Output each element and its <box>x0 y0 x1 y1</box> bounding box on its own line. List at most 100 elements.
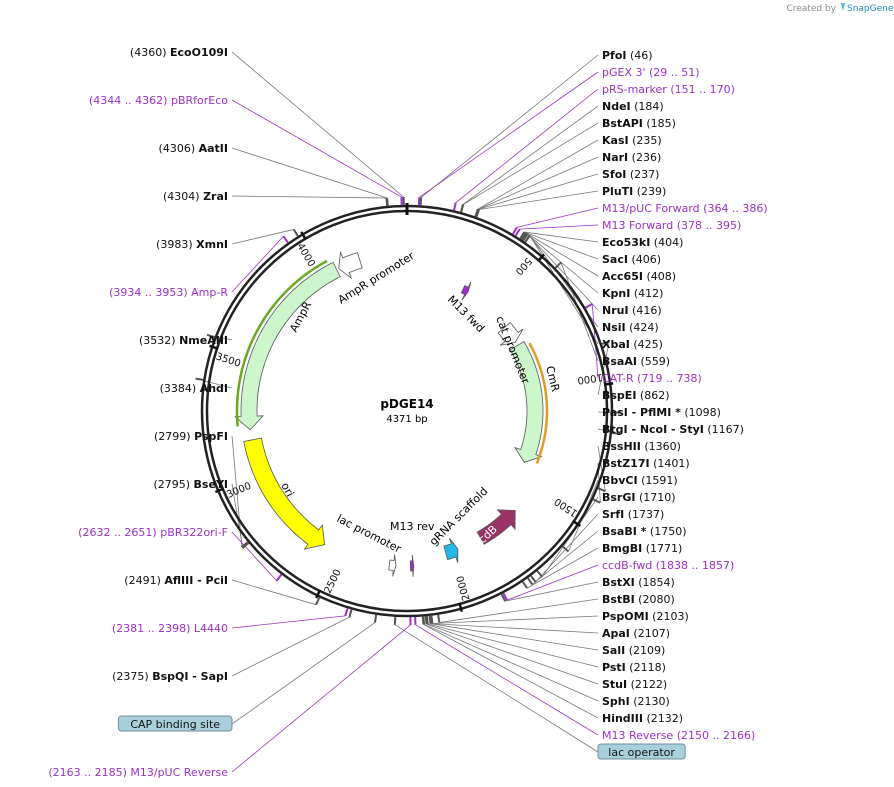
site-label: BspEI (862) <box>602 389 670 402</box>
site-leader-m13-reverse <box>415 624 599 736</box>
site-name: PasI - PflMI * <box>602 406 681 419</box>
site-name: SalI <box>602 644 625 657</box>
site-cap-binding-site: CAP binding site <box>117 715 233 732</box>
site-name: BsaAI <box>602 355 637 368</box>
site-pasi-pflmi: PasI - PflMI * (1098) <box>602 406 721 419</box>
site-kpni: KpnI (412) <box>602 287 663 300</box>
site-m13-puc-reverse: (2163 .. 2185) M13/pUC Reverse <box>48 766 228 779</box>
site-label: HindIII (2132) <box>602 712 683 725</box>
site-label: SalI (2109) <box>602 644 665 657</box>
site-leader-pbr322ori-f <box>231 531 277 582</box>
site-bstbi: BstBI (2080) <box>602 593 675 606</box>
site-name: PspFI <box>194 430 228 443</box>
site-marker-ahdi <box>195 377 204 381</box>
site-position: (236) <box>628 151 661 164</box>
site-leader-srfi <box>535 513 599 583</box>
site-leader-bspqi-sapi <box>231 616 350 677</box>
site-leader-ccdb-fwd <box>506 564 599 601</box>
site-label: (2375) BspQI - SapI <box>112 670 228 683</box>
feature-cat-promoter <box>497 321 524 346</box>
site-name: PspOMI <box>602 610 649 623</box>
label-leaders <box>195 51 622 773</box>
site-label: KpnI (412) <box>602 287 663 300</box>
site-label: ccdB-fwd (1838 .. 1857) <box>602 559 734 572</box>
site-name: pRS-marker <box>602 83 667 96</box>
site-marker-bstxi <box>500 593 507 602</box>
site-position: (46) <box>627 49 653 62</box>
site-leader-pbrforeco <box>231 99 402 198</box>
site-marker-bbvci <box>561 545 570 553</box>
site-apai: ApaI (2107) <box>602 627 670 640</box>
site-position: (2163 .. 2185) <box>48 766 130 779</box>
site-label: (2799) PspFI <box>154 430 228 443</box>
site-position: (4306) <box>159 142 199 155</box>
site-leader-kasi <box>477 139 599 210</box>
site-label: BsaBI * (1750) <box>602 525 687 538</box>
site-leader-bstapi <box>463 122 599 205</box>
site-name: lac operator <box>608 746 675 759</box>
site-leader-pfoi <box>420 54 599 198</box>
site-prs-marker: pRS-marker (151 .. 170) <box>602 83 735 96</box>
site-marker-srfi <box>529 575 537 583</box>
site-label: ApaI (2107) <box>602 627 670 640</box>
site-leader-hindiii <box>423 624 599 719</box>
site-label: SphI (2130) <box>602 695 670 708</box>
site-label: BbvCI (1591) <box>602 474 678 487</box>
site-position: (4304) <box>163 190 203 203</box>
site-sali: SalI (2109) <box>602 644 665 657</box>
site-name: ZraI <box>203 190 228 203</box>
site-position: (378 .. 395) <box>673 219 741 232</box>
site-name: Amp-R <box>191 286 228 299</box>
site-leader-lac-operator <box>394 624 599 753</box>
feature-grna-scaffold <box>443 537 459 563</box>
site-name: BsaBI * <box>602 525 647 538</box>
site-label: BmgBI (1771) <box>602 542 682 555</box>
site-label: pRS-marker (151 .. 170) <box>602 83 735 96</box>
site-name: BspEI <box>602 389 636 402</box>
site-name: BsrGI <box>602 491 635 504</box>
m13-rev-label: M13 rev <box>390 520 435 533</box>
site-position: (2118) <box>626 661 666 674</box>
site-bstz17i: BstZ17I (1401) <box>602 457 690 470</box>
site-position: (1838 .. 1857) <box>652 559 734 572</box>
site-marker-stui <box>424 616 428 625</box>
tick-label-1000: 1000 <box>577 371 604 385</box>
site-marker-bstz17i <box>592 498 601 504</box>
credit-app: SnapGene <box>847 4 894 14</box>
site-leader-afliii-pcii <box>231 579 317 606</box>
site-label: (3532) NmeAIII <box>139 334 228 347</box>
site-name: NarI <box>602 151 628 164</box>
site-position: (3384) <box>160 382 200 395</box>
site-label: StuI (2122) <box>602 678 667 691</box>
site-label: XbaI (425) <box>602 338 663 351</box>
site-ecoo109i: (4360) EcoO109I <box>130 46 228 59</box>
tick-label-500: 500 <box>513 255 534 277</box>
site-cat-r: CAT-R (719 .. 738) <box>602 372 702 385</box>
site-sphi: SphI (2130) <box>602 695 670 708</box>
site-leader-amp-r <box>231 235 284 293</box>
site-pgex-3: pGEX 3' (29 .. 51) <box>602 66 700 79</box>
site-leader-acc65i <box>525 232 599 277</box>
site-position: (3983) <box>156 238 196 251</box>
site-leader-bsshii <box>597 445 606 492</box>
site-position: (29 .. 51) <box>646 66 700 79</box>
site-leader-cap-binding-site <box>231 622 376 725</box>
site-marker-pspomi <box>430 615 434 624</box>
tick-mark-4000 <box>300 231 307 241</box>
site-pspfi: (2799) PspFI <box>154 430 228 443</box>
site-position: (151 .. 170) <box>667 83 735 96</box>
plasmid-size: 4371 bp <box>386 414 427 425</box>
site-position: (416) <box>629 304 662 317</box>
site-position: (4344 .. 4362) <box>89 94 171 107</box>
site-position: (185) <box>643 117 676 130</box>
site-marker-kpni <box>521 232 528 241</box>
site-stui: StuI (2122) <box>602 678 667 691</box>
site-nrui: NruI (416) <box>602 304 662 317</box>
site-label: (3934 .. 3953) Amp-R <box>109 286 228 299</box>
site-leader-pgex-3 <box>419 71 599 198</box>
site-leader-ecoo109i <box>231 51 404 198</box>
site-leader-bstbi <box>439 598 599 623</box>
site-bspqi-sapi: (2375) BspQI - SapI <box>112 670 228 683</box>
site-name: BstXI <box>602 576 635 589</box>
